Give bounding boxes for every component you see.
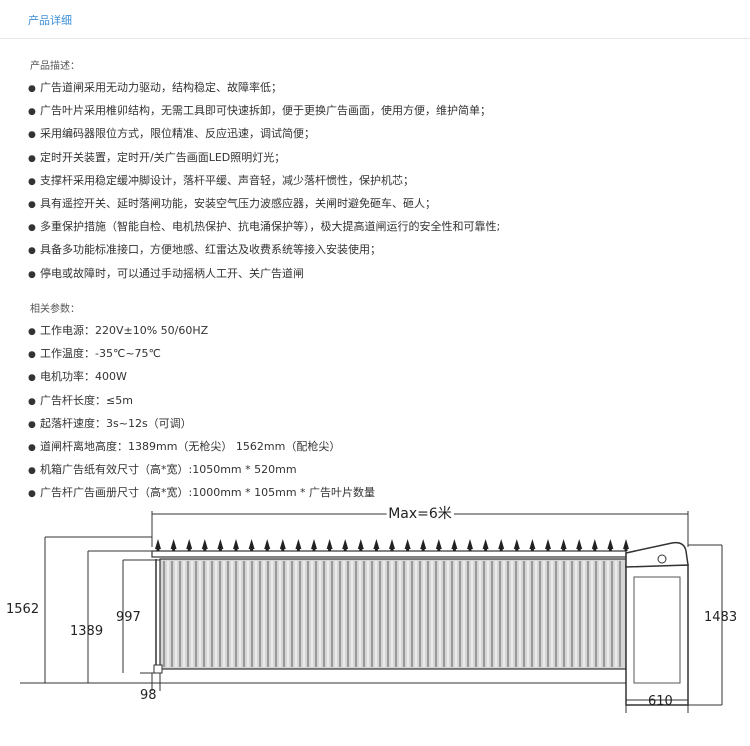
params-heading: 相关参数：: [30, 304, 80, 315]
bullet-icon: ●: [28, 130, 36, 141]
description-item-text: 多重保护措施（智能自检、电机热保护、抗电涌保护等），极大提高道闸运行的安全性和可…: [40, 220, 501, 234]
dim-1483: 1483: [704, 610, 737, 625]
bullet-icon: ●: [28, 153, 36, 164]
spike-row: [155, 539, 629, 551]
bullet-icon: ●: [28, 350, 36, 361]
bullet-icon: ●: [28, 327, 36, 337]
tab-bar: 产品详细: [0, 0, 750, 39]
param-item-text: 工作温度：-35℃~75℃: [40, 347, 161, 361]
description-item-text: 定时开关装置，定时开/关广告画面LED照明灯光；: [40, 150, 286, 164]
ad-slats: [163, 561, 621, 667]
bullet-icon: ●: [28, 84, 36, 94]
bullet-icon: ●: [28, 373, 36, 384]
description-heading: 产品描述：: [30, 61, 80, 72]
bullet-icon: ●: [28, 419, 36, 430]
description-item: ● 采用编码器限位方式，限位精准、反应迅速，调试简便；: [28, 122, 728, 145]
param-item-text: 工作电源：220V±10% 50/60HZ: [40, 324, 209, 337]
bullet-icon: ●: [28, 442, 36, 453]
gate-cabinet: [625, 564, 689, 706]
description-item-text: 广告叶片采用椎卯结构，无需工具即可快速拆卸，便于更换广告画面，使用方便，维护简单…: [40, 104, 491, 118]
dim-1562: 1562: [6, 602, 39, 617]
dim-98: 98: [140, 688, 157, 703]
description-item-text: 广告道闸采用无动力驱动，结构稳定、故障率低；: [40, 81, 282, 94]
param-item-text: 道闸杆离地高度：1389mm（无枪尖） 1562mm（配枪尖）: [40, 439, 341, 453]
description-item-text: 具备多功能标准接口，方便地感、红雷达及收费系统等接入安装使用；: [40, 243, 381, 257]
bullet-icon: ●: [28, 466, 36, 477]
bullet-icon: ●: [28, 269, 36, 280]
description-list: ● 广告道闸采用无动力驱动，结构稳定、故障率低； ● 广告叶片采用椎卯结构，无需工具即…: [28, 76, 728, 285]
bullet-icon: ●: [28, 176, 36, 187]
description-item: ● 停电或故障时，可以通过手动摇柄人工开、关广告道闸: [28, 262, 728, 285]
param-item: ● 起落杆速度：3s~12s（可调）: [28, 412, 728, 435]
bullet-icon: ●: [28, 489, 36, 500]
tab-product-detail[interactable]: 产品详细: [28, 14, 72, 27]
description-item: ● 定时开关装置，定时开/关广告画面LED照明灯光；: [28, 146, 728, 169]
param-item-text: 起落杆速度：3s~12s（可调）: [40, 416, 192, 430]
param-item: ● 工作温度：-35℃~75℃: [28, 342, 728, 365]
param-item: ● 道闸杆离地高度：1389mm（无枪尖） 1562mm（配枪尖）: [28, 435, 728, 458]
barrier-gate-diagram: Max=6米 1562 1389 997 98 1483 610: [6, 505, 737, 713]
description-item: ● 支撑杆采用稳定缓冲脚设计，落杆平缓、声音轻，减少落杆惯性，保护机芯；: [28, 169, 728, 192]
top-rail: [151, 550, 627, 558]
param-item: ● 电机功率：400W: [28, 365, 728, 388]
param-item: ● 广告杆长度：≤5m: [28, 389, 728, 412]
description-item: ● 多重保护措施（智能自检、电机热保护、抗电涌保护等），极大提高道闸运行的安全性和…: [28, 215, 728, 238]
param-item-text: 机箱广告纸有效尺寸（高*宽）:1050mm * 520mm: [40, 463, 297, 477]
param-item: ● 工作电源：220V±10% 50/60HZ: [28, 319, 728, 342]
param-item-text: 电机功率：400W: [40, 370, 127, 384]
dim-610: 610: [648, 694, 673, 709]
max-length-label: Max=6米: [388, 506, 452, 522]
description-item-text: 停电或故障时，可以通过手动摇柄人工开、关广告道闸: [40, 266, 304, 280]
params-list: ● 工作电源：220V±10% 50/60HZ ● 工作温度：-35℃~75℃ ● 电机功…: [28, 319, 728, 505]
description-item-text: 支撑杆采用稳定缓冲脚设计，落杆平缓、声音轻，减少落杆惯性，保护机芯；: [40, 173, 414, 187]
dim-1389: 1389: [70, 624, 103, 639]
description-item-text: 具有遥控开关、延时落闸功能，安装空气压力波感应器，关闸时避免砸车、砸人；: [40, 196, 436, 210]
bullet-icon: ●: [28, 246, 36, 257]
description-item-text: 采用编码器限位方式，限位精准、反应迅速，调试简便；: [40, 127, 315, 141]
param-item-text: 广告杆广告画册尺寸（高*宽）:1000mm * 105mm * 广告叶片数量: [40, 486, 376, 500]
cabinet-arm: [625, 541, 689, 568]
param-item-text: 广告杆长度：≤5m: [40, 393, 133, 407]
description-item: ● 具备多功能标准接口，方便地感、红雷达及收费系统等接入安装使用；: [28, 238, 728, 261]
bullet-icon: ●: [28, 396, 36, 407]
description-item: ● 广告道闸采用无动力驱动，结构稳定、故障率低；: [28, 76, 728, 99]
bullet-icon: ●: [28, 223, 36, 234]
param-item: ● 广告杆广告画册尺寸（高*宽）:1000mm * 105mm * 广告叶片数量: [28, 481, 728, 504]
description-item: ● 广告叶片采用椎卯结构，无需工具即可快速拆卸，便于更换广告画面，使用方便，维护简…: [28, 99, 728, 122]
description-item: ● 具有遥控开关、延时落闸功能，安装空气压力波感应器，关闸时避免砸车、砸人；: [28, 192, 728, 215]
bullet-icon: ●: [28, 199, 36, 210]
bullet-icon: ●: [28, 107, 36, 118]
dim-997: 997: [116, 610, 141, 625]
param-item: ● 机箱广告纸有效尺寸（高*宽）:1050mm * 520mm: [28, 458, 728, 481]
